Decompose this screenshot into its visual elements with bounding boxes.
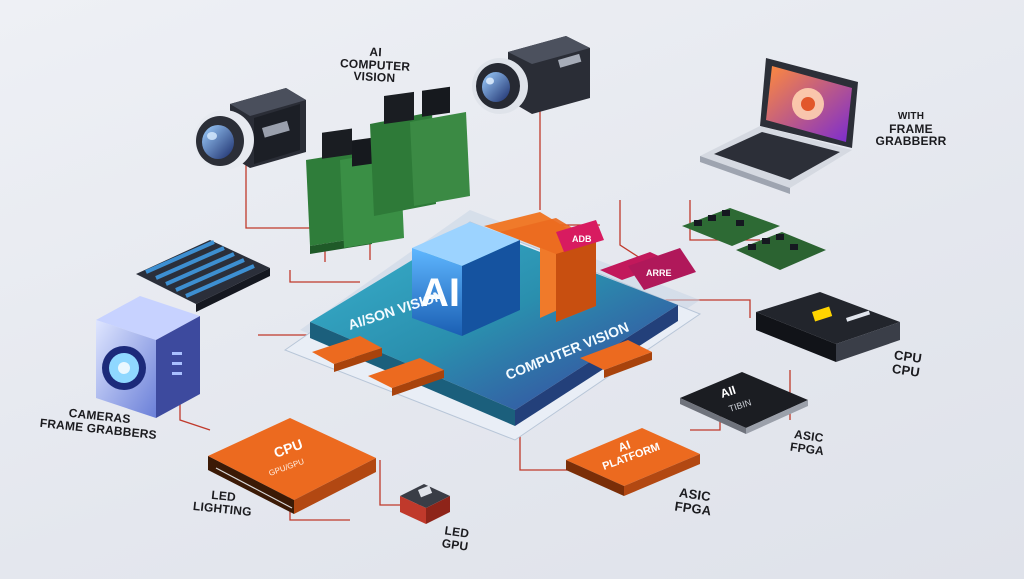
ai-platform-board — [283, 210, 702, 441]
ai-chip-line-1: AII — [719, 383, 738, 401]
cpu-chip: CPU GPU/GPU — [208, 418, 376, 514]
frame-grabber-board-4 — [410, 86, 470, 206]
tag-b-label: ARRE — [646, 268, 672, 278]
camera-left — [194, 88, 306, 170]
ram-module-right-2 — [736, 232, 826, 270]
label-frame-grabber-2: FRAME — [889, 121, 933, 136]
ai-cube-label: AI — [420, 271, 460, 315]
label-frame-grabber-1: WITH — [897, 111, 925, 122]
ai-cube: AI — [412, 222, 520, 336]
ai-platform-chip: AI PLATFORM — [566, 428, 700, 496]
label-frame-grabber: WITH FRAME GRABBERR — [868, 111, 954, 149]
computer-case — [96, 296, 200, 418]
tag-a-label: ADB — [572, 234, 592, 244]
gpu-card — [756, 292, 900, 362]
ai-platform-line-1: AI — [616, 438, 632, 455]
board-chip — [580, 340, 652, 378]
magenta-tag-b: ARRE — [628, 248, 696, 290]
led-chip — [400, 484, 450, 524]
magenta-tag-a: ADB — [556, 220, 604, 252]
ai-chip: AII TIBIN — [680, 372, 808, 434]
ram-module-right-1 — [682, 208, 780, 246]
label-top-stack: AI COMPUTER VISION — [339, 44, 411, 86]
laptop — [700, 58, 858, 194]
label-led-gpu: LED GPU — [434, 523, 477, 554]
label-frame-grabber-3: GRABBERR — [875, 134, 947, 149]
board-chip — [368, 358, 444, 396]
ram-module-left — [136, 240, 270, 312]
camera-top — [472, 36, 590, 114]
board-chip — [312, 336, 382, 372]
